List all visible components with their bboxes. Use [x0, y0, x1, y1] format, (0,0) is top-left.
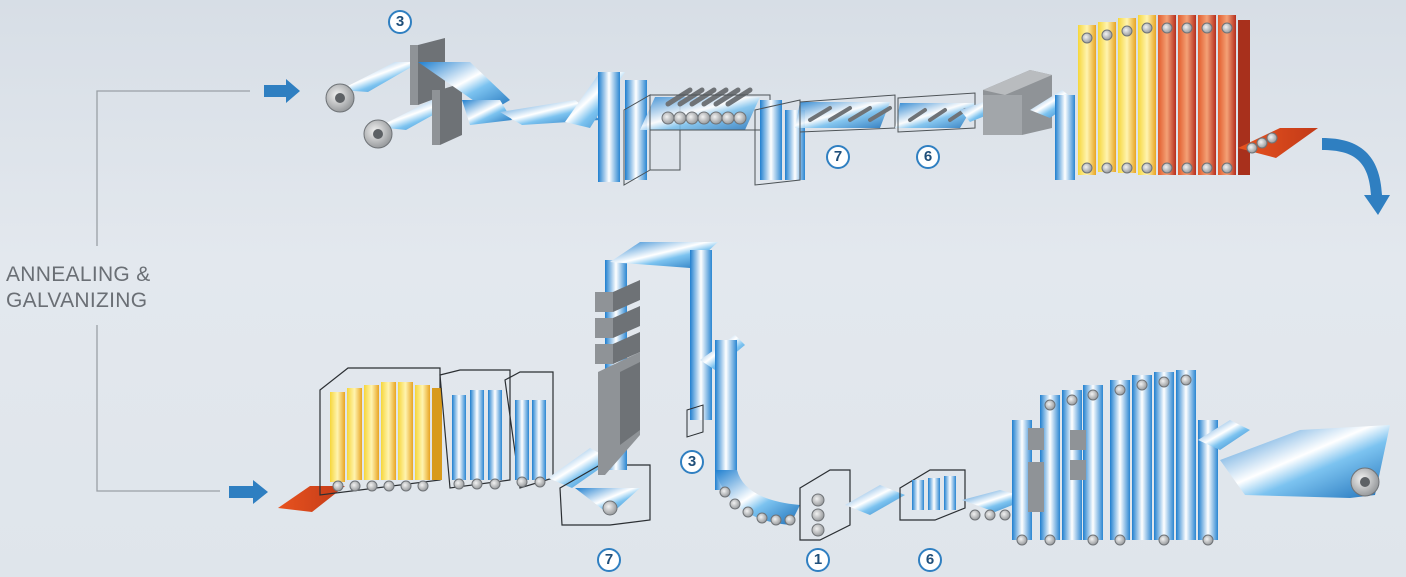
cleaning-section	[640, 87, 771, 131]
tank-7-top	[795, 94, 896, 133]
marker-bottom-3: 3	[680, 450, 704, 474]
marker-top-6: 6	[916, 145, 940, 169]
turn-arrow-icon	[1322, 138, 1390, 215]
heating-furnace	[1078, 15, 1250, 175]
entry-arrow-top-icon	[264, 79, 300, 103]
marker-top-7: 7	[826, 145, 850, 169]
marker-top-3: 3	[388, 10, 412, 34]
recoiler-coil	[1350, 467, 1380, 497]
cooling-furnace	[319, 367, 554, 496]
bottom-line	[278, 242, 1390, 546]
process-title-line-1: ANNEALING &	[6, 263, 151, 286]
skin-pass-mill	[799, 469, 851, 541]
entry-arrow-bottom-icon	[229, 480, 268, 504]
marker-bottom-6: 6	[918, 548, 942, 572]
process-title: ANNEALING & GALVANIZING	[6, 262, 196, 314]
air-knife-cooler	[595, 280, 640, 475]
exit-looper	[1012, 370, 1218, 546]
tank-6-bottom	[899, 469, 966, 521]
process-title-line-2: GALVANIZING	[6, 289, 148, 312]
dryer-box	[983, 70, 1052, 135]
marker-bottom-7: 7	[597, 548, 621, 572]
marker-bottom-1: 1	[806, 548, 830, 572]
bracket-lines	[96, 90, 250, 492]
shear-2	[432, 90, 440, 145]
top-line	[325, 15, 1318, 186]
shear-1	[410, 45, 418, 105]
payoff-coil-1	[325, 62, 420, 113]
